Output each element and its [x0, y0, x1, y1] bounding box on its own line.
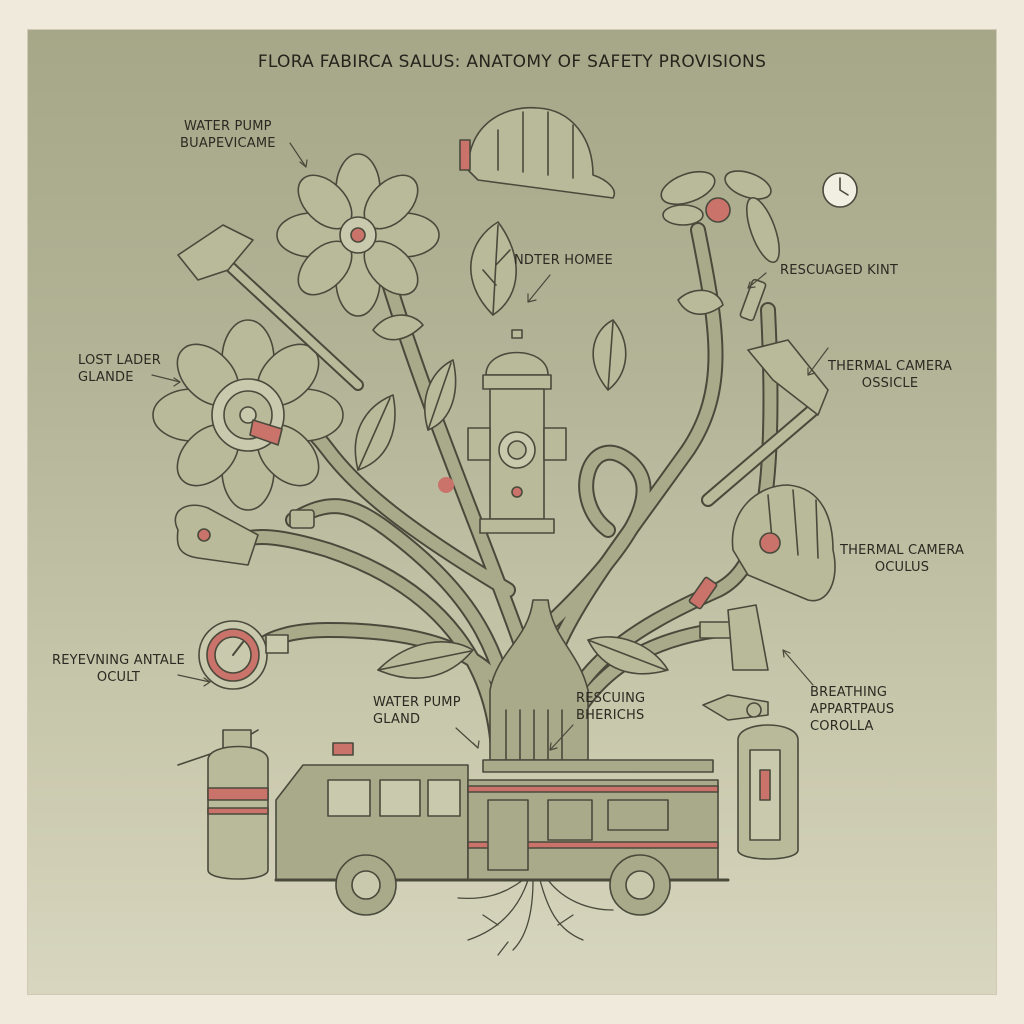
- flower-icon: [660, 170, 780, 264]
- diagram-frame: FLORA FABIRCA SALUS: ANATOMY OF SAFETY P…: [28, 30, 996, 994]
- label-thermal-camera-ossicle: THERMAL CAMERA OSSICLE: [828, 359, 953, 391]
- label-pointers: [151, 142, 829, 751]
- roots-icon: [457, 879, 614, 956]
- hydrant-icon: [467, 329, 567, 534]
- illustration: [151, 106, 858, 956]
- page-title: FLORA FABIRCA SALUS: ANATOMY OF SAFETY P…: [257, 52, 767, 72]
- indicator-dot: [438, 477, 454, 493]
- label-reyevning-antale-ocult: REYEVNING ANTALE OCULT: [52, 653, 185, 685]
- helmet-icon: [459, 106, 615, 199]
- hose-nozzle-icon: [174, 278, 769, 671]
- label-rescuaged-kint: RESCUAGED KINT: [780, 263, 899, 278]
- label-water-pump-top: WATER PUMP BUAPEVICAME: [180, 119, 276, 151]
- fire-extinguisher-icon: [702, 694, 799, 860]
- label-thermal-camera-oculus: THERMAL CAMERA OCULUS: [840, 543, 965, 575]
- fire-extinguisher-icon: [177, 729, 269, 880]
- label-water-pump-gland: WATER PUMP GLAND: [373, 695, 461, 727]
- fire-truck-icon: [274, 742, 730, 916]
- flower-icon: [276, 153, 440, 317]
- flower-icon: [152, 319, 344, 511]
- label-rescuing-bherichs: RESCUING BHERICHS: [576, 691, 646, 723]
- leaf-icon: [354, 221, 724, 679]
- label-breathing-apparatus-corolla: BREATHING APPARTPAUS COROLLA: [810, 685, 895, 734]
- helmet-icon: [731, 484, 836, 602]
- axe-icon: [177, 224, 364, 391]
- label-lost-lader-glande: LOST LADER GLANDE: [78, 353, 162, 385]
- axe-icon: [701, 339, 829, 507]
- pressure-gauge-icon: [198, 620, 289, 690]
- label-ndter-homee: NDTER HOMEE: [514, 253, 613, 268]
- pressure-gauge-icon: [822, 172, 858, 208]
